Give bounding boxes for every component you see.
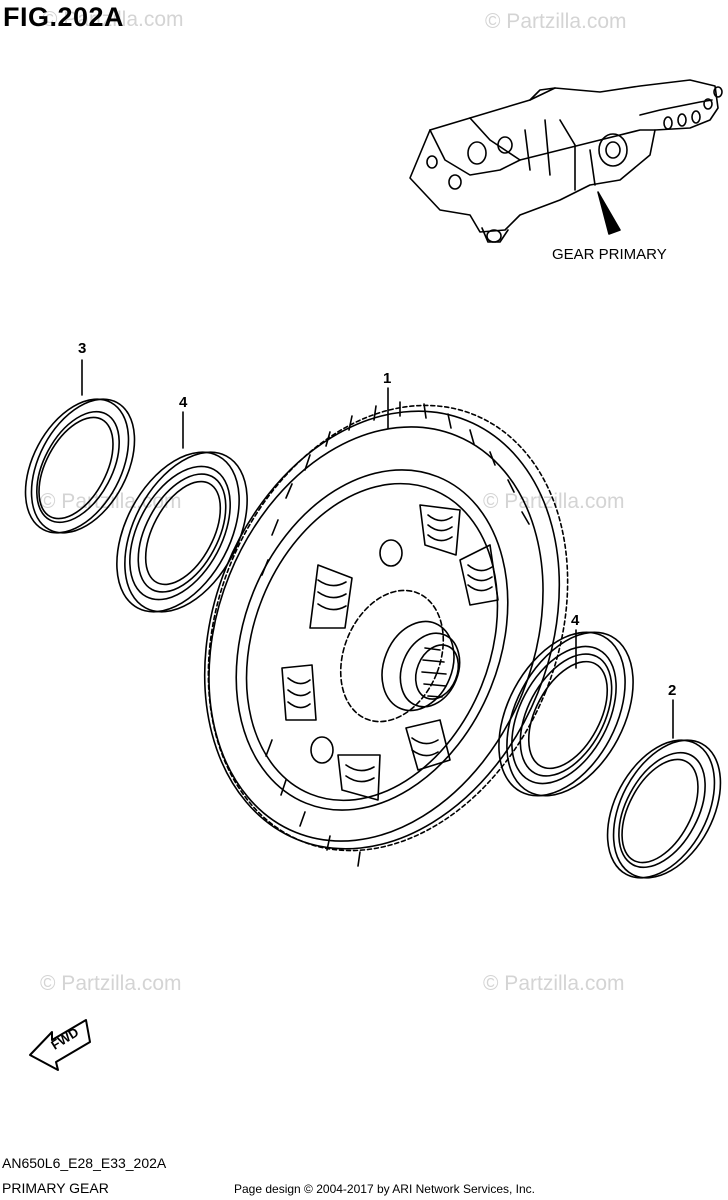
callout-2[interactable]: 2 (668, 682, 677, 699)
watermark-bottom-right: © Partzilla.com (483, 972, 625, 995)
watermark-top-left: © Partzilla.com (42, 8, 184, 31)
footer-title: PRIMARY GEAR (2, 1180, 109, 1196)
inset-label: GEAR PRIMARY (552, 246, 667, 263)
callout-1[interactable]: 1 (383, 370, 392, 387)
copyright-notice: Page design © 2004-2017 by ARI Network S… (234, 1182, 536, 1196)
engine-inset-illustration (409, 79, 723, 243)
watermark-bottom-left: © Partzilla.com (40, 972, 182, 995)
callout-3[interactable]: 3 (78, 340, 87, 357)
inset-pointer-arrow (597, 191, 621, 235)
fwd-direction-arrow (29, 1019, 91, 1071)
bearing-left-drawing (116, 411, 248, 613)
figure-title: FIG.202A (3, 2, 125, 32)
watermark-top-right: © Partzilla.com (485, 10, 627, 33)
primary-driven-gear-drawing (203, 387, 569, 867)
oil-seal-left-drawing (24, 359, 136, 534)
oil-seal-right-drawing (606, 699, 722, 879)
callout-4-left[interactable]: 4 (179, 394, 188, 411)
model-code: AN650L6_E28_E33_202A (2, 1155, 167, 1171)
bearing-right-drawing (498, 629, 634, 797)
callout-4-right[interactable]: 4 (571, 612, 580, 629)
